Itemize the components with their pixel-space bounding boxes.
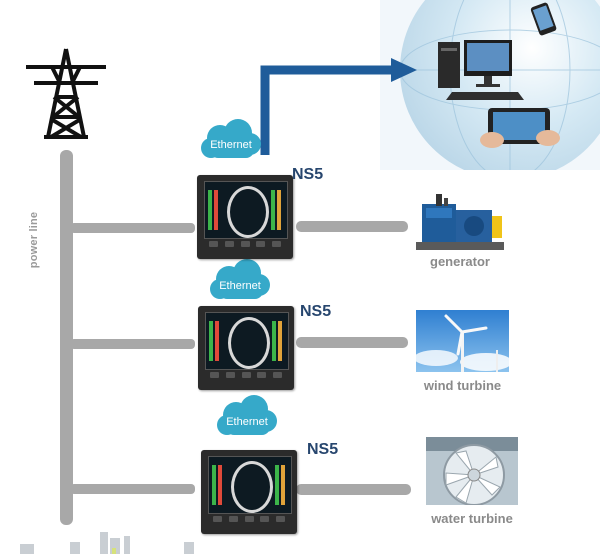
water-turbine-image [426, 437, 518, 505]
ethernet-cloud-2: Ethernet [207, 258, 273, 304]
network-arrow [260, 58, 417, 155]
ns5-meter-2 [198, 306, 294, 390]
device-label-water-turbine: water turbine [431, 511, 513, 526]
ethernet-label-1: Ethernet [210, 139, 252, 151]
branch-line-1 [70, 223, 195, 233]
device-line-2 [296, 337, 408, 348]
device-label-generator: generator [430, 254, 490, 269]
generator-image [414, 190, 506, 252]
ethernet-label-2: Ethernet [219, 280, 261, 292]
power-line-label: power line [28, 211, 40, 269]
network-devices-image [380, 0, 600, 170]
ns5-meter-1 [197, 175, 293, 259]
power-line-bus [60, 150, 73, 525]
cloud-icon [210, 259, 270, 299]
ns5-meter-3 [201, 450, 297, 534]
wind-turbine-image [416, 310, 509, 372]
device-line-3 [296, 484, 411, 495]
meter-model-label-1: NS5 [292, 166, 324, 183]
ethernet-cloud-1: Ethernet [198, 118, 264, 162]
cloud-icon [201, 119, 261, 158]
ethernet-cloud-3: Ethernet [214, 394, 280, 440]
cloud-icon [217, 395, 277, 435]
branch-line-3 [70, 484, 195, 494]
meter-model-label-2: NS5 [300, 303, 332, 320]
ethernet-label-3: Ethernet [226, 416, 268, 428]
branch-line-2 [70, 339, 195, 349]
device-line-1 [296, 221, 408, 232]
city-silhouette-icon [20, 532, 194, 554]
device-label-wind-turbine: wind turbine [423, 378, 502, 393]
transmission-tower-icon [26, 48, 106, 139]
meter-model-label-3: NS5 [307, 441, 339, 458]
